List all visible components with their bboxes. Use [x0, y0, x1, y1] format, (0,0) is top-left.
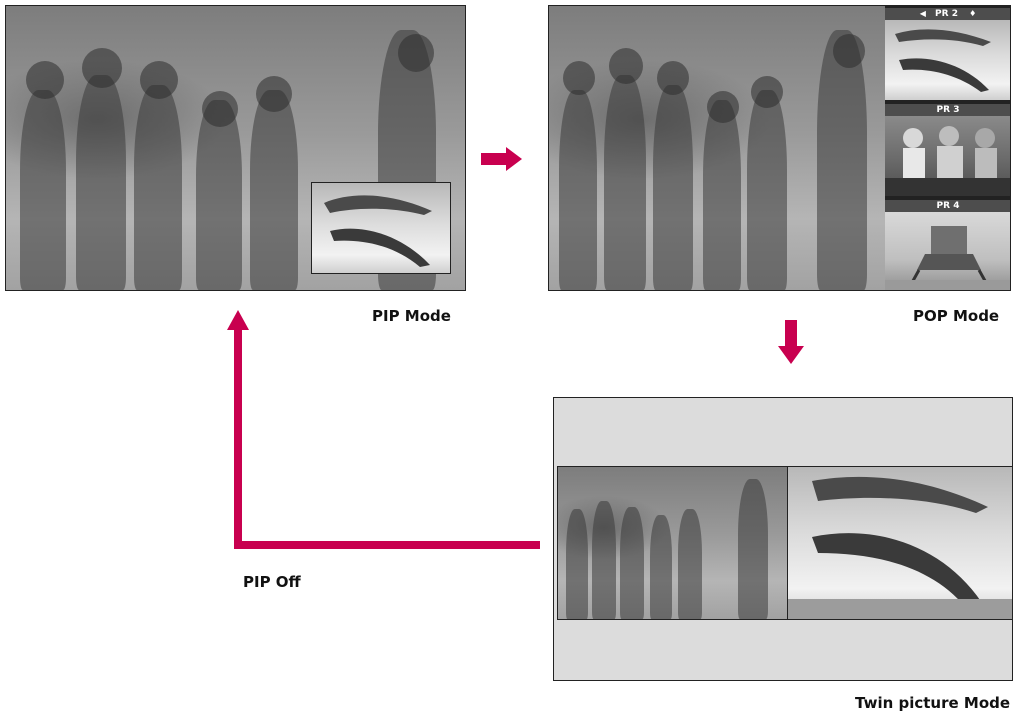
pip-mode-label: PIP Mode	[372, 307, 451, 325]
twin-picture-mode-label: Twin picture Mode	[855, 694, 1010, 712]
pip-off-label: PIP Off	[243, 573, 301, 591]
right-arrow-icon	[481, 147, 522, 171]
pop-mode-label: POP Mode	[913, 307, 999, 325]
down-arrow-icon	[778, 320, 804, 364]
return-arrow-icon	[227, 310, 540, 549]
